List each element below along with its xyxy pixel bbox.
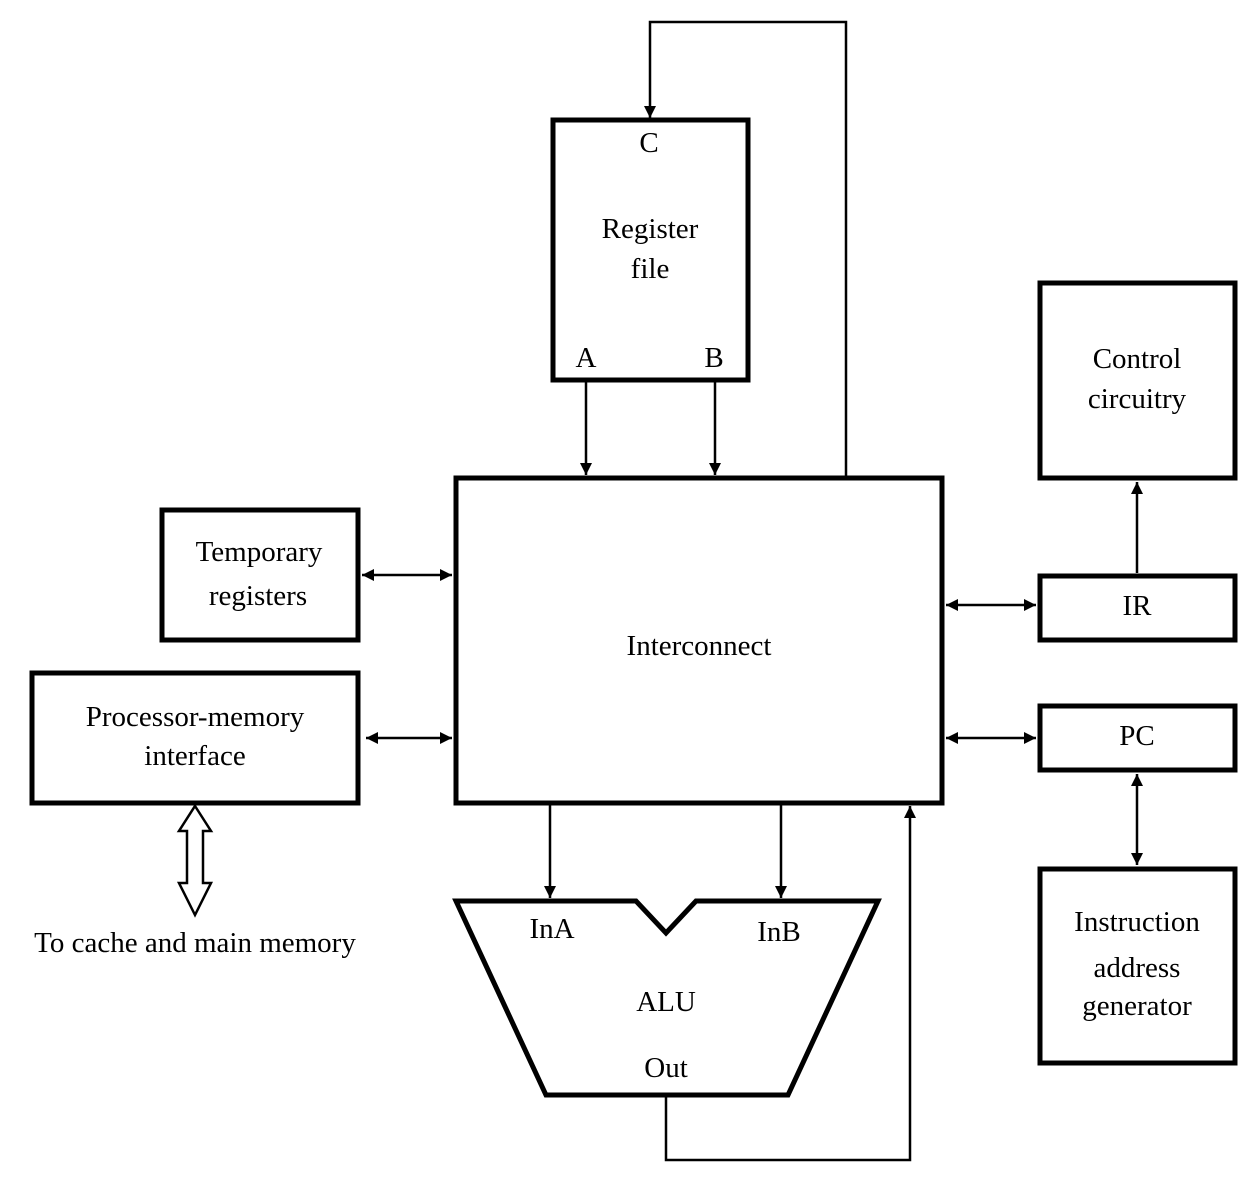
interconnect-block: Interconnect (453, 475, 945, 806)
alu-out-to-interconnect-wire (664, 806, 916, 1162)
register-file-port-c: C (639, 127, 658, 159)
ir-label: IR (1123, 590, 1153, 622)
memory-bus-double-arrow (176, 803, 214, 918)
register-file-label-line2: file (631, 253, 670, 285)
alu-output: Out (644, 1052, 688, 1084)
control-circuitry-label-line1: Control (1093, 343, 1182, 375)
instruction-address-generator-label-line2: address (1094, 952, 1181, 984)
alu-block: InA InB ALU Out (452, 898, 882, 1098)
register-file-port-a: A (576, 342, 597, 374)
instruction-address-generator-block: Instruction address generator (1037, 866, 1238, 1066)
alu-input-a: InA (529, 913, 574, 945)
pc-label: PC (1119, 720, 1154, 752)
pc-block: PC (1037, 703, 1238, 773)
control-circuitry-block: Control circuitry (1037, 280, 1238, 481)
register-file-label-line1: Register (602, 213, 699, 245)
control-circuitry-label-line2: circuitry (1088, 383, 1187, 415)
interconnect-label: Interconnect (627, 630, 772, 662)
alu-input-b: InB (757, 916, 801, 948)
processor-memory-interface-label-line1: Processor-memory (86, 701, 305, 733)
processor-memory-interface-label-line2: interface (144, 740, 245, 772)
alu-label: ALU (636, 986, 696, 1018)
memory-note: To cache and main memory (34, 927, 356, 959)
interconnect-to-port-c-wire (644, 20, 848, 477)
temporary-registers-label-line2: registers (209, 580, 307, 612)
ir-block: IR (1037, 573, 1238, 643)
instruction-address-generator-label-line3: generator (1082, 990, 1192, 1022)
register-file-port-b: B (704, 342, 723, 374)
instruction-address-generator-label-line1: Instruction (1074, 906, 1200, 938)
temporary-registers-label-line1: Temporary (196, 536, 323, 568)
processor-memory-interface-block: Processor-memory interface (29, 670, 361, 806)
temporary-registers-block: Temporary registers (159, 507, 361, 643)
register-file-block: C Register file A B (550, 117, 751, 383)
